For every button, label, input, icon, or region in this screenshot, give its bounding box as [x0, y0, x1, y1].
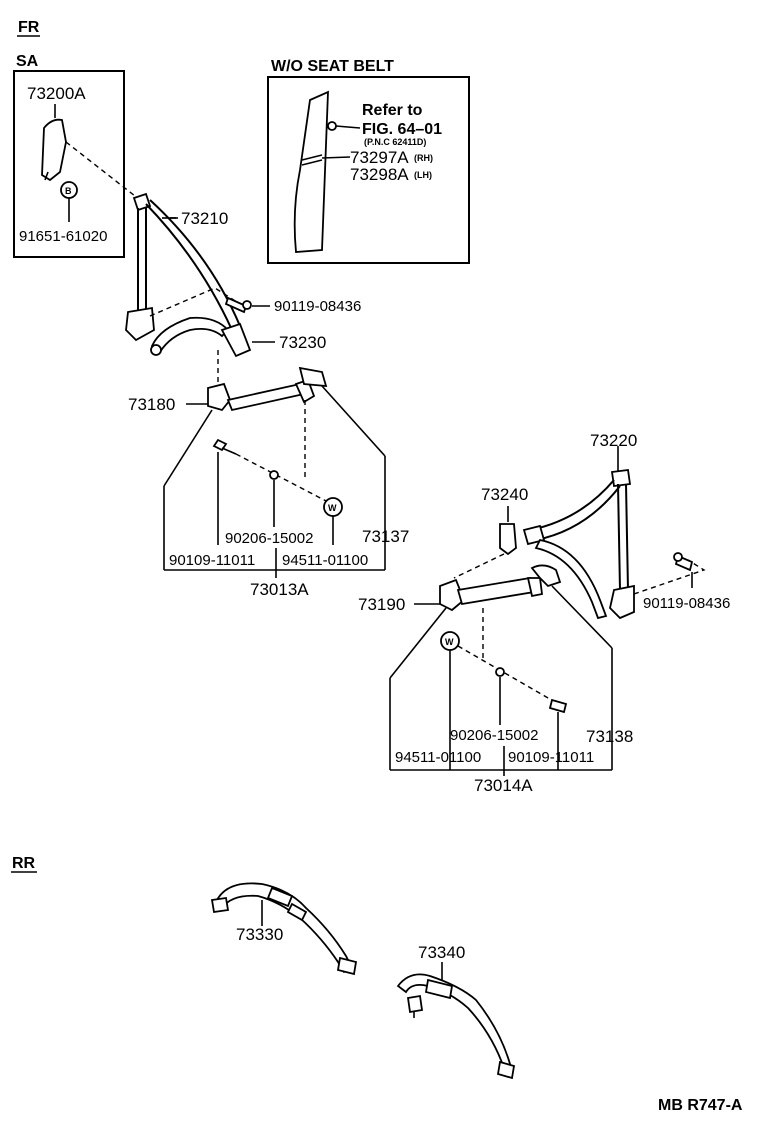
rear-belt-73330-buckle-b — [286, 902, 308, 922]
pillar-cover-part — [41, 118, 67, 182]
garnish-clip-icon — [327, 121, 337, 131]
right-retractor-part — [609, 584, 635, 620]
right-belt-diag-a — [529, 479, 615, 531]
label-73180: 73180 — [128, 395, 175, 414]
right-bolt-dash-link — [633, 559, 706, 595]
left-bolt-90109-shank — [221, 447, 237, 455]
bracket-73137-line — [321, 385, 386, 457]
buckle-cover-73138 — [530, 564, 562, 588]
pillar-garnish-band1 — [301, 154, 323, 161]
left-bolt-head — [242, 300, 252, 310]
pillar-garnish-part — [293, 90, 329, 253]
footer-code: MB R747-A — [658, 1097, 743, 1114]
left-buckle-tongue-73230 — [220, 322, 252, 358]
inset-refer-line2: FIG. 64–01 — [362, 121, 442, 138]
inset-leader-refer — [335, 125, 361, 129]
section-front-label: FR — [18, 19, 40, 36]
left-lap-anchor — [150, 344, 162, 356]
rear-belt-73340 — [396, 973, 512, 1070]
left-bolt-90119 — [224, 296, 248, 314]
right-belt-webbing-a — [617, 483, 621, 591]
pillar-garnish-band2 — [301, 159, 323, 166]
bracket-left-line — [163, 409, 213, 487]
label-73210: 73210 — [181, 209, 228, 228]
label-73330: 73330 — [236, 925, 283, 944]
section-sa-label: SA — [16, 53, 39, 70]
rear-belt-73340-end — [496, 1060, 516, 1080]
sa-box — [13, 70, 125, 258]
rear-belt-73330-end — [336, 956, 358, 976]
label-73190: 73190 — [358, 595, 405, 614]
buckle-stay-right — [456, 576, 536, 606]
right-lap-belt — [534, 538, 608, 620]
inset-refer-line1: Refer to — [362, 102, 423, 119]
label-90119-right: 90119-08436 — [643, 595, 730, 612]
inset-refer-pnc: (P.N.C 62411D) — [364, 137, 426, 147]
section-rear-label: RR — [12, 855, 36, 872]
rear-belt-73340-buckle — [424, 978, 454, 1000]
label-73138: 73138 — [586, 727, 633, 746]
label-90206-right: 90206-15002 — [450, 727, 538, 744]
label-73240: 73240 — [481, 485, 528, 504]
buckle-cover-73137 — [298, 366, 328, 388]
inset-part-lh: 73298A — [350, 165, 409, 184]
buckle-73190-part — [439, 578, 466, 612]
buckle-stay-end-right — [526, 577, 543, 598]
buckle-stay-left — [226, 382, 306, 412]
label-90109-right: 90109-11011 — [508, 749, 594, 766]
rear-belt-73330-buckle-a — [266, 886, 294, 908]
left-washer-90206 — [269, 470, 279, 480]
inset-box — [267, 76, 470, 264]
rear-belt-73330-anchor — [210, 896, 230, 914]
right-bolt-head — [673, 552, 683, 562]
bolt-washer-dash-left — [235, 453, 329, 503]
label-73230: 73230 — [279, 333, 326, 352]
bolt-b-mark: B — [65, 186, 72, 196]
bracket-73138-line — [551, 585, 613, 649]
label-90206-left: 90206-15002 — [225, 530, 313, 547]
label-94511-right: 94511-01100 — [395, 749, 481, 766]
pillar-cover-clip — [44, 171, 49, 181]
label-73013A: 73013A — [250, 580, 309, 599]
right-shoulder-anchor — [610, 468, 632, 488]
right-bolt-90109 — [548, 698, 568, 714]
left-bolt-90109 — [212, 438, 228, 452]
left-washer-w-mark: W — [328, 503, 337, 513]
sa-part-bottom-label: 91651-61020 — [19, 228, 107, 245]
sa-part-top-label: 73200A — [27, 84, 86, 103]
label-90109-left: 90109-11011 — [169, 552, 255, 569]
bracket-left-line-right — [389, 607, 447, 679]
rear-belt-73340-anchor — [406, 994, 424, 1014]
sa-dashed-link — [65, 141, 136, 197]
bolt-washer-dash-right — [457, 645, 563, 707]
label-90119-left: 90119-08436 — [274, 298, 361, 315]
right-belt-webbing-b — [625, 483, 629, 591]
label-73220: 73220 — [590, 431, 637, 450]
right-belt-diag-b — [535, 485, 621, 541]
bracket-73240-dash — [453, 553, 505, 579]
label-73340: 73340 — [418, 943, 465, 962]
label-94511-left: 94511-01100 — [282, 552, 368, 569]
inset-leader-rh — [321, 156, 351, 159]
inset-part-lh-side: (LH) — [414, 170, 432, 180]
left-belt-diag-a — [145, 203, 233, 331]
right-washer-w-mark: W — [445, 637, 454, 647]
bracket-73240-part — [499, 523, 517, 556]
left-lap-belt — [150, 316, 230, 354]
left-shoulder-anchor — [132, 192, 152, 212]
left-retractor-part — [125, 306, 155, 342]
buckle-73180-part — [207, 382, 232, 412]
left-belt-diag-b — [149, 199, 241, 327]
inset-part-rh-side: (RH) — [414, 153, 433, 163]
inset-part-rh: 73297A — [350, 148, 409, 167]
inset-title: W/O SEAT BELT — [271, 58, 394, 75]
right-washer-90206 — [495, 667, 505, 677]
label-73014A: 73014A — [474, 776, 533, 795]
